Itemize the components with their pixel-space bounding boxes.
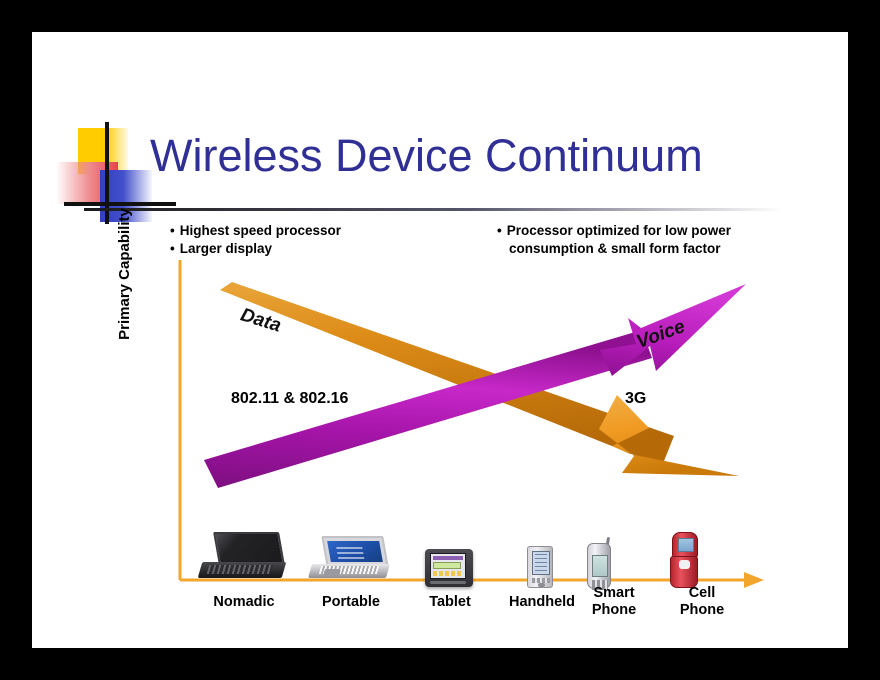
bullet-dot-icon: • [170,241,175,256]
pda-buttons [532,578,550,583]
decorative-squares-logo [56,122,176,224]
title-underline-rule [84,208,784,211]
bullet-text: Highest speed processor [179,223,342,238]
bullet-dot-icon: • [497,223,502,238]
logo-horizontal-line [64,202,176,206]
category-label-handheld: Handheld [508,594,576,610]
tablet-body [425,549,473,587]
tech-label-3g: 3G [625,390,647,407]
pda-screen-lines [535,554,547,572]
phone-screen [678,538,694,552]
laptop-screen [321,536,389,567]
flip-phone-icon [670,532,702,609]
left-callout-bullets: • Highest speed processor • Larger display [170,222,341,258]
category-label-nomadic: Nomadic [213,594,275,610]
bullet-text: Larger display [179,241,273,256]
continuum-diagram: Primary Capability Data Voice 802.11 & 8… [32,32,848,648]
tablet-screen [430,553,466,579]
logo-vertical-line [105,122,109,224]
screen-toolbar [433,571,463,576]
laptop-touchpad [322,569,342,576]
label-line-1: Cell [688,585,716,601]
laptop-display [327,541,383,562]
phone-navpad [679,560,690,569]
laptop-screen [213,532,285,565]
category-label-tablet: Tablet [429,594,471,610]
phone-keypad [676,597,694,609]
voice-arrow [204,284,746,488]
tech-label-wifi-wimax: 802.11 & 802.16 [231,390,349,407]
tablet-footer-strip [430,581,466,584]
label-line-2: Phone [679,602,725,618]
pda-navpad [538,583,545,587]
pda-icon [527,546,555,590]
bullet-item: • Processor optimized for low power consu… [497,222,787,258]
label-line-2: Phone [591,602,637,618]
x-axis-arrowhead-icon [744,572,764,588]
right-callout-bullets: • Processor optimized for low power consu… [497,222,787,258]
bullet-item: • Highest speed processor [170,222,341,240]
bullet-text-continued: consumption & small form factor [509,241,721,256]
tablet-icon [425,549,475,589]
y-axis-label: Primary Capability [116,208,133,340]
silver-laptop-icon [307,536,391,582]
black-laptop-icon [197,532,287,582]
pda-body [527,546,553,588]
bullet-item: • Larger display [170,240,341,258]
category-label-smartphone: Smart Phone [544,585,684,619]
screen-panel [433,562,461,569]
diagram-svg [178,260,764,588]
desktop-icons [336,547,365,559]
bullet-dot-icon: • [170,223,175,238]
bullet-text: Processor optimized for low power [506,223,732,238]
screen-titlebar [433,556,463,560]
category-label-cellphone: Cell Phone [632,585,772,619]
flip-phone-lid [672,532,698,558]
pda-screen [532,551,550,575]
phone-screen [592,555,608,577]
slide-canvas: Wireless Device Continuum • Highest speed… [32,32,848,648]
page-title: Wireless Device Continuum [150,130,703,181]
smartphone-icon [587,536,615,591]
label-line-1: Smart [593,585,635,601]
phone-body [587,543,611,590]
data-arrow [220,282,739,476]
category-label-portable: Portable [321,594,380,610]
laptop-keyboard [206,565,274,574]
phone-keypad [592,580,608,590]
